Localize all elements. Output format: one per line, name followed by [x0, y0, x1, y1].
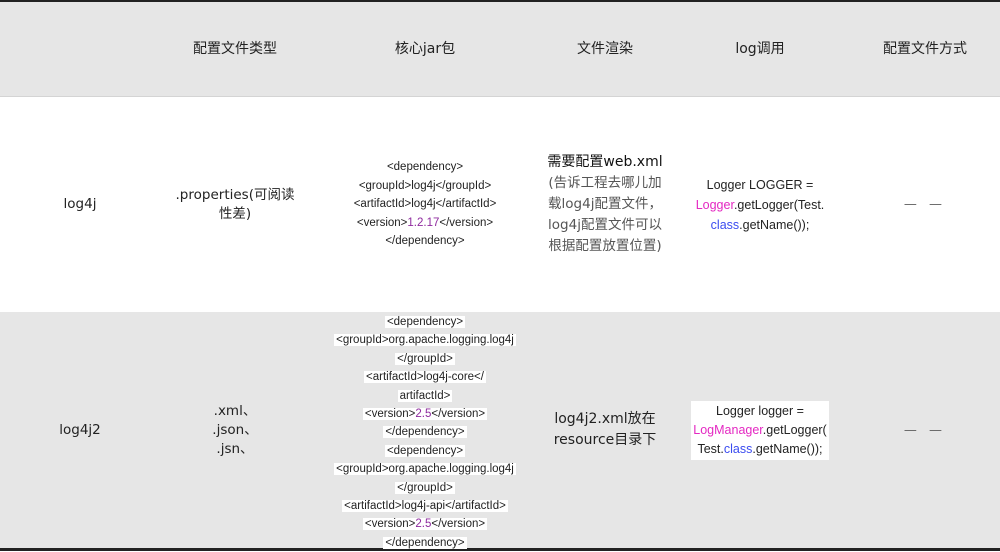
config-type-line: 性差) — [218, 205, 252, 222]
xml-text: </groupId> — [395, 481, 455, 494]
render-note-line: 根据配置放置位置) — [548, 238, 662, 254]
xml-tag: </version> — [439, 216, 494, 229]
xml-line: artifactId> — [334, 387, 516, 405]
render-note-line: (告诉工程去哪儿加 — [548, 175, 662, 191]
xml-tag: <version> — [364, 518, 416, 531]
class-name: Logger — [695, 197, 734, 212]
xml-line: <groupId>log4j</groupId> — [358, 179, 492, 192]
xml-text: artifactId> — [397, 389, 453, 402]
cell-log-call: Logger logger = LogManager.getLogger( Te… — [670, 312, 850, 548]
xml-tag: <version> — [356, 216, 408, 229]
xml-line: </groupId> — [334, 350, 516, 368]
config-type-line: .json、 — [212, 421, 258, 438]
xml-version-line: <version>2.5</version> — [334, 515, 516, 533]
code-line: Logger LOGGER = — [706, 177, 814, 192]
table-row-log4j2: log4j2 .xml、 .json、 .jsn、 <dependency> <… — [0, 312, 1000, 551]
header-cell-config-type: 配置文件类型 — [193, 41, 277, 57]
cell-file-render: log4j2.xml放在 resource目录下 — [540, 312, 670, 548]
cell-framework-name: log4j — [63, 196, 97, 212]
version-value: 2.5 — [415, 408, 432, 421]
code-line: class.getName()); — [696, 215, 825, 235]
config-type-line: .properties(可阅读 — [175, 186, 295, 203]
render-note-line: 载log4j配置文件， — [548, 196, 662, 212]
keyword: class — [723, 441, 753, 456]
cell-file-render: 需要配置web.xml (告诉工程去哪儿加 载log4j配置文件， log4j配… — [540, 97, 670, 312]
cell-core-jar: <dependency> <groupId>log4j</groupId> <a… — [310, 97, 540, 312]
xml-line: </dependency> — [334, 534, 516, 552]
code-line: LogManager.getLogger( — [693, 421, 826, 440]
xml-line: <groupId>org.apache.logging.log4j — [334, 331, 516, 349]
code-text: .getLogger(Test. — [733, 197, 825, 212]
xml-text: <artifactId>log4j-core</ — [364, 371, 486, 384]
version-value: 1.2.17 — [407, 216, 440, 229]
xml-version-wrap: <version>2.5</version> — [362, 408, 488, 421]
xml-line: <artifactId>log4j</artifactId> — [353, 198, 497, 211]
xml-tag: <version> — [364, 408, 416, 421]
header-cell-config-method: 配置文件方式 — [883, 41, 967, 57]
xml-version-wrap: <version>2.5</version> — [362, 518, 488, 531]
code-text: .getName()); — [739, 217, 810, 232]
render-title: 需要配置web.xml — [547, 154, 663, 170]
cell-log-call: Logger LOGGER = Logger.getLogger(Test. c… — [670, 97, 850, 312]
class-name: LogManager — [693, 422, 763, 437]
xml-text: </dependency> — [383, 426, 467, 439]
code-line: Logger logger = — [716, 403, 804, 418]
code-line: Logger.getLogger(Test. — [696, 195, 825, 215]
cell-config-method: — — — [903, 197, 947, 212]
xml-text: <groupId>org.apache.logging.log4j — [334, 463, 516, 476]
xml-version-line: <version>1.2.17</version> — [354, 214, 497, 232]
xml-text: <groupId>org.apache.logging.log4j — [334, 334, 516, 347]
render-line: log4j2.xml放在 — [554, 411, 656, 427]
code-text: .getName()); — [752, 441, 823, 456]
xml-line: <artifactId>log4j-api</artifactId> — [334, 497, 516, 515]
header-cell-name — [0, 2, 160, 96]
table-row-log4j: log4j .properties(可阅读 性差) <dependency> <… — [0, 97, 1000, 312]
xml-line: <artifactId>log4j-core</ — [334, 368, 516, 386]
xml-version-line: <version>2.5</version> — [334, 405, 516, 423]
config-type-line: .jsn、 — [216, 440, 254, 457]
xml-tag: </version> — [431, 408, 486, 421]
xml-text: <dependency> — [384, 444, 466, 457]
table-header-row: 配置文件类型 核心jar包 文件渲染 log调用 配置文件方式 — [0, 2, 1000, 97]
xml-text: </dependency> — [383, 536, 467, 549]
xml-line: <dependency> — [386, 161, 464, 174]
cell-framework-name: log4j2 — [59, 421, 101, 438]
cell-config-type: .properties(可阅读 性差) — [160, 97, 310, 312]
cell-config-method: — — — [903, 422, 947, 438]
header-cell-log-call: log调用 — [735, 41, 785, 57]
config-type-line: .xml、 — [213, 402, 257, 419]
xml-text: <dependency> — [384, 316, 466, 328]
version-value: 2.5 — [415, 518, 432, 531]
code-text: .getLogger( — [762, 422, 827, 437]
xml-line: <dependency> — [334, 313, 516, 331]
render-line: resource目录下 — [553, 432, 657, 448]
xml-tag: </version> — [431, 518, 486, 531]
header-cell-core-jar: 核心jar包 — [394, 41, 456, 57]
xml-text: </groupId> — [395, 352, 455, 365]
code-line: Test.class.getName()); — [693, 440, 826, 459]
xml-line: </dependency> — [334, 423, 516, 441]
xml-line: </dependency> — [385, 235, 465, 248]
code-text: Test. — [697, 441, 724, 456]
render-note-line: log4j配置文件可以 — [548, 217, 662, 233]
cell-core-jar: <dependency> <groupId>org.apache.logging… — [310, 312, 540, 549]
xml-line: </groupId> — [334, 479, 516, 497]
cell-config-type: .xml、 .json、 .jsn、 — [160, 312, 310, 548]
xml-line: <groupId>org.apache.logging.log4j — [334, 460, 516, 478]
header-cell-file-render: 文件渲染 — [577, 41, 633, 57]
xml-text: <artifactId>log4j-api</artifactId> — [342, 500, 508, 513]
xml-line: <dependency> — [334, 442, 516, 460]
keyword: class — [710, 217, 740, 232]
